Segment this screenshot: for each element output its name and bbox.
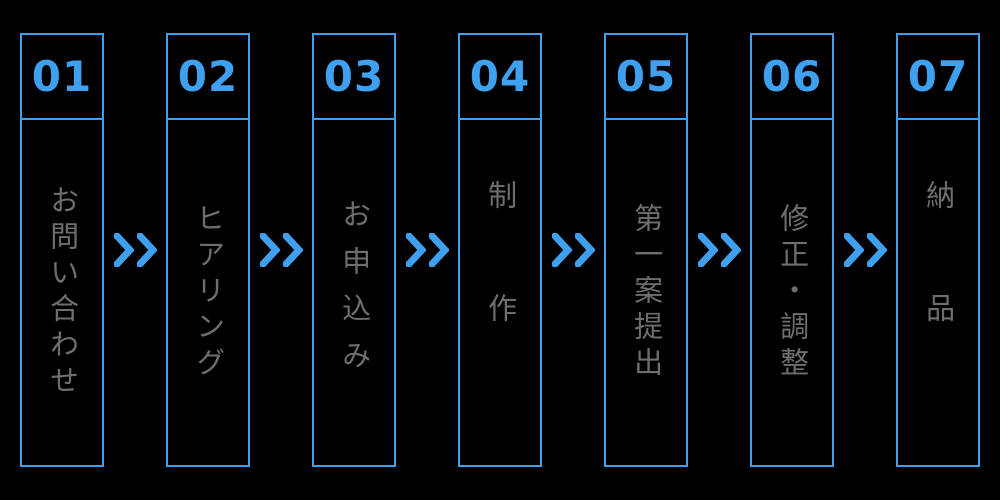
step-label-01: お問い合わせ [45, 184, 80, 401]
step-number-02: 02 [177, 51, 239, 101]
double-chevron-right-icon [405, 233, 449, 267]
flow-arrow-1 [104, 33, 166, 467]
step-label-cell-01: お問い合わせ [22, 120, 102, 465]
process-step-05: 05 第一案提出 [604, 33, 688, 467]
step-number-05: 05 [615, 51, 677, 101]
step-number-cell-04: 04 [460, 35, 540, 120]
process-step-06: 06 修正・調整 [750, 33, 834, 467]
step-number-07: 07 [907, 51, 969, 101]
step-number-cell-01: 01 [22, 35, 102, 120]
step-label-04: 制作 [483, 179, 518, 406]
step-label-cell-05: 第一案提出 [606, 120, 686, 465]
step-label-03: お申込み [337, 198, 372, 387]
step-label-cell-03: お申込み [314, 120, 394, 465]
step-label-05: 第一案提出 [629, 202, 664, 383]
process-step-02: 02 ヒアリング [166, 33, 250, 467]
flow-arrow-3 [396, 33, 458, 467]
step-number-cell-06: 06 [752, 35, 832, 120]
step-number-cell-05: 05 [606, 35, 686, 120]
step-number-cell-07: 07 [898, 35, 978, 120]
step-label-cell-02: ヒアリング [168, 120, 248, 465]
step-label-06: 修正・調整 [775, 202, 810, 383]
step-label-cell-07: 納品 [898, 120, 978, 465]
step-number-cell-02: 02 [168, 35, 248, 120]
process-step-07: 07 納品 [896, 33, 980, 467]
step-number-cell-03: 03 [314, 35, 394, 120]
step-label-cell-06: 修正・調整 [752, 120, 832, 465]
step-label-07: 納品 [921, 179, 956, 406]
step-number-03: 03 [323, 51, 385, 101]
step-number-04: 04 [469, 51, 531, 101]
step-label-cell-04: 制作 [460, 120, 540, 465]
flow-arrow-5 [688, 33, 750, 467]
double-chevron-right-icon [259, 233, 303, 267]
double-chevron-right-icon [113, 233, 157, 267]
double-chevron-right-icon [697, 233, 741, 267]
flow-arrow-6 [834, 33, 896, 467]
process-step-03: 03 お申込み [312, 33, 396, 467]
process-step-01: 01 お問い合わせ [20, 33, 104, 467]
step-number-01: 01 [31, 51, 93, 101]
double-chevron-right-icon [551, 233, 595, 267]
process-step-04: 04 制作 [458, 33, 542, 467]
flow-arrow-4 [542, 33, 604, 467]
flow-arrow-2 [250, 33, 312, 467]
step-label-02: ヒアリング [191, 202, 226, 383]
double-chevron-right-icon [843, 233, 887, 267]
step-number-06: 06 [761, 51, 823, 101]
